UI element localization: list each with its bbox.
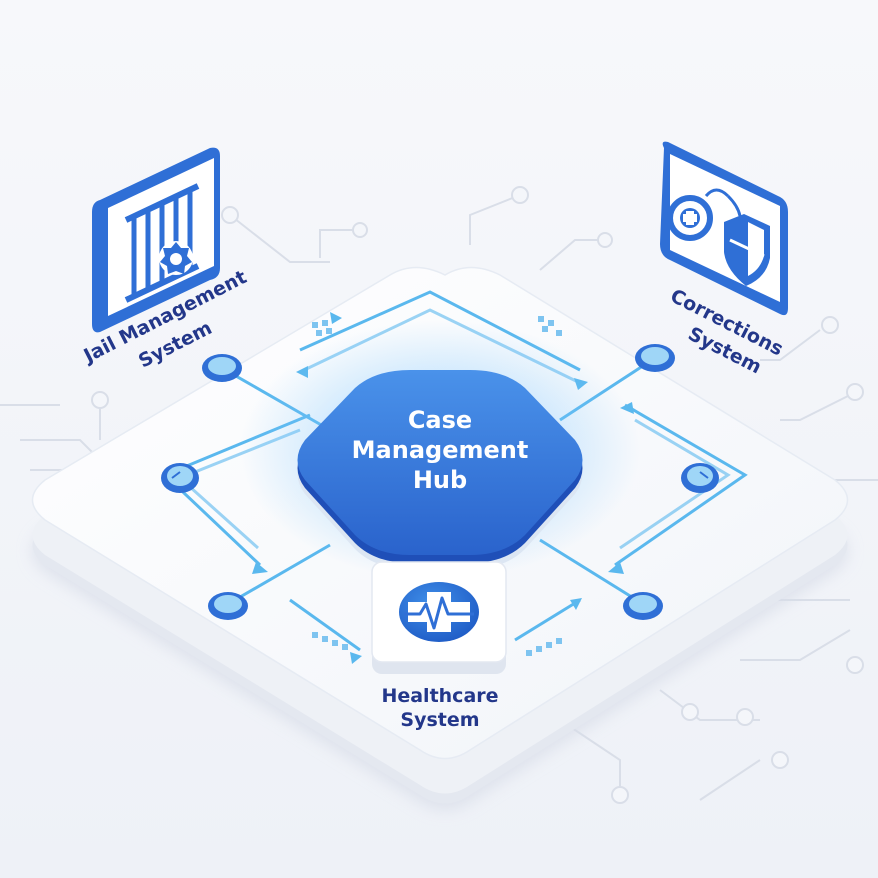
bottom-right-line (514, 598, 581, 642)
healthcare-label-line2: System (400, 709, 479, 731)
arrow-bottom-right (570, 598, 582, 610)
bottom-left-line (289, 598, 361, 652)
background-circuit-traces (0, 186, 878, 804)
hub-label-line3: Hub (413, 466, 467, 494)
connector-bottom-right (623, 592, 663, 620)
medical-cross-heartbeat-icon (399, 582, 479, 642)
healthcare-label-line1: Healthcare (381, 685, 498, 707)
case-management-hub[interactable]: Case Management Hub (240, 320, 640, 580)
connector-top-right (635, 344, 675, 372)
gauge-node-right (681, 463, 719, 493)
connector-top-left (202, 354, 242, 382)
hub-top (297, 370, 583, 555)
jail-management-system-node[interactable]: Jail Management System (79, 147, 251, 373)
handcuffs-shield-icon (660, 141, 788, 316)
connector-nodes (161, 344, 719, 620)
right-loop-line-inner (619, 418, 731, 550)
arrow-left-bottom (252, 562, 268, 574)
jail-bars-badge-icon (92, 147, 220, 333)
dashed-flow-marks (312, 316, 562, 656)
arrow-right-bottom (608, 562, 624, 574)
right-loop-line (614, 403, 748, 567)
arrow-top-left (330, 312, 342, 324)
gauge-node-left (161, 463, 199, 493)
corrections-system-node[interactable]: Corrections System (660, 141, 788, 379)
connector-bottom-left (208, 592, 248, 620)
hub-label-line2: Management (352, 436, 529, 464)
healthcare-system-node[interactable]: Healthcare System (371, 561, 507, 731)
arrow-bottom-left (350, 652, 362, 664)
hub-label-line1: Case (408, 406, 472, 434)
